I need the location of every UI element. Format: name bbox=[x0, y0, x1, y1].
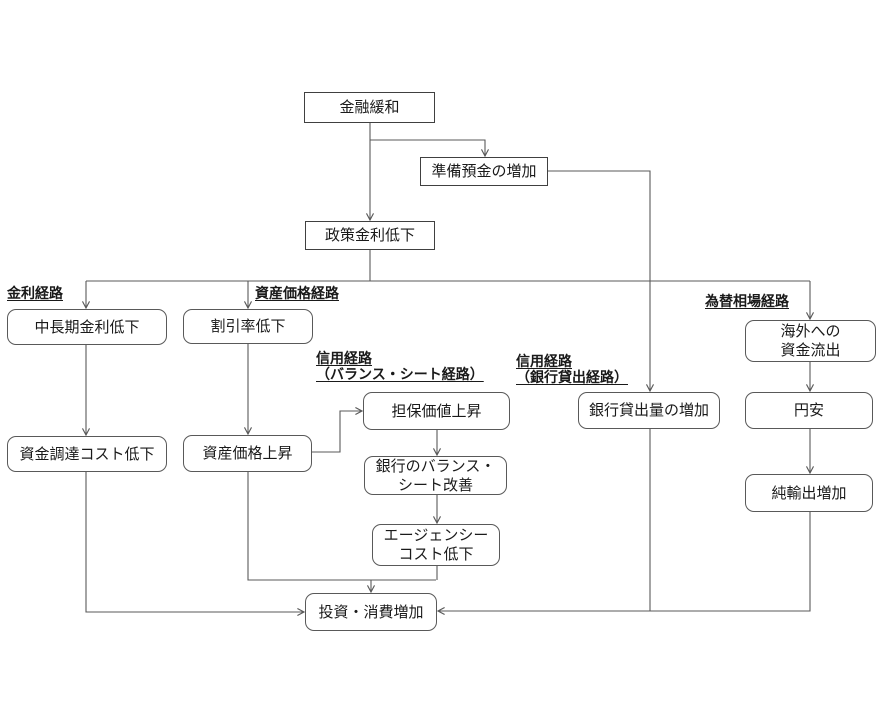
node-overseas-capital-outflow: 海外への 資金流出 bbox=[745, 320, 876, 362]
node-funding-cost-cut: 資金調達コスト低下 bbox=[7, 436, 167, 472]
channel-label-exchange-rate: 為替相場経路 bbox=[705, 294, 789, 310]
node-discount-rate-cut: 割引率低下 bbox=[183, 309, 313, 344]
node-yen-depreciation: 円安 bbox=[745, 392, 873, 429]
node-monetary-easing: 金融緩和 bbox=[304, 92, 435, 123]
node-mid-long-term-rate-cut: 中長期金利低下 bbox=[7, 309, 167, 345]
node-policy-rate-cut: 政策金利低下 bbox=[305, 221, 435, 250]
node-asset-price-rise: 資産価格上昇 bbox=[183, 435, 312, 472]
node-bank-balance-sheet-improvement: 銀行のバランス・ シート改善 bbox=[364, 456, 507, 495]
channel-label-credit-balance-sheet: 信用経路 （バランス・シート経路） bbox=[316, 351, 484, 384]
node-investment-consumption-increase: 投資・消費増加 bbox=[305, 593, 437, 631]
node-reserve-deposits-increase: 準備預金の増加 bbox=[420, 157, 548, 186]
node-net-export-increase: 純輸出増加 bbox=[745, 474, 873, 512]
channel-label-asset-price: 資産価格経路 bbox=[255, 286, 339, 302]
channel-label-interest-rate: 金利経路 bbox=[7, 286, 63, 302]
node-bank-lending-increase: 銀行貸出量の増加 bbox=[578, 392, 720, 429]
node-agency-cost-cut: エージェンシー コスト低下 bbox=[372, 524, 500, 566]
channel-label-credit-bank-lending: 信用経路 （銀行貸出経路） bbox=[516, 354, 628, 387]
node-collateral-value-rise: 担保価値上昇 bbox=[363, 392, 510, 430]
